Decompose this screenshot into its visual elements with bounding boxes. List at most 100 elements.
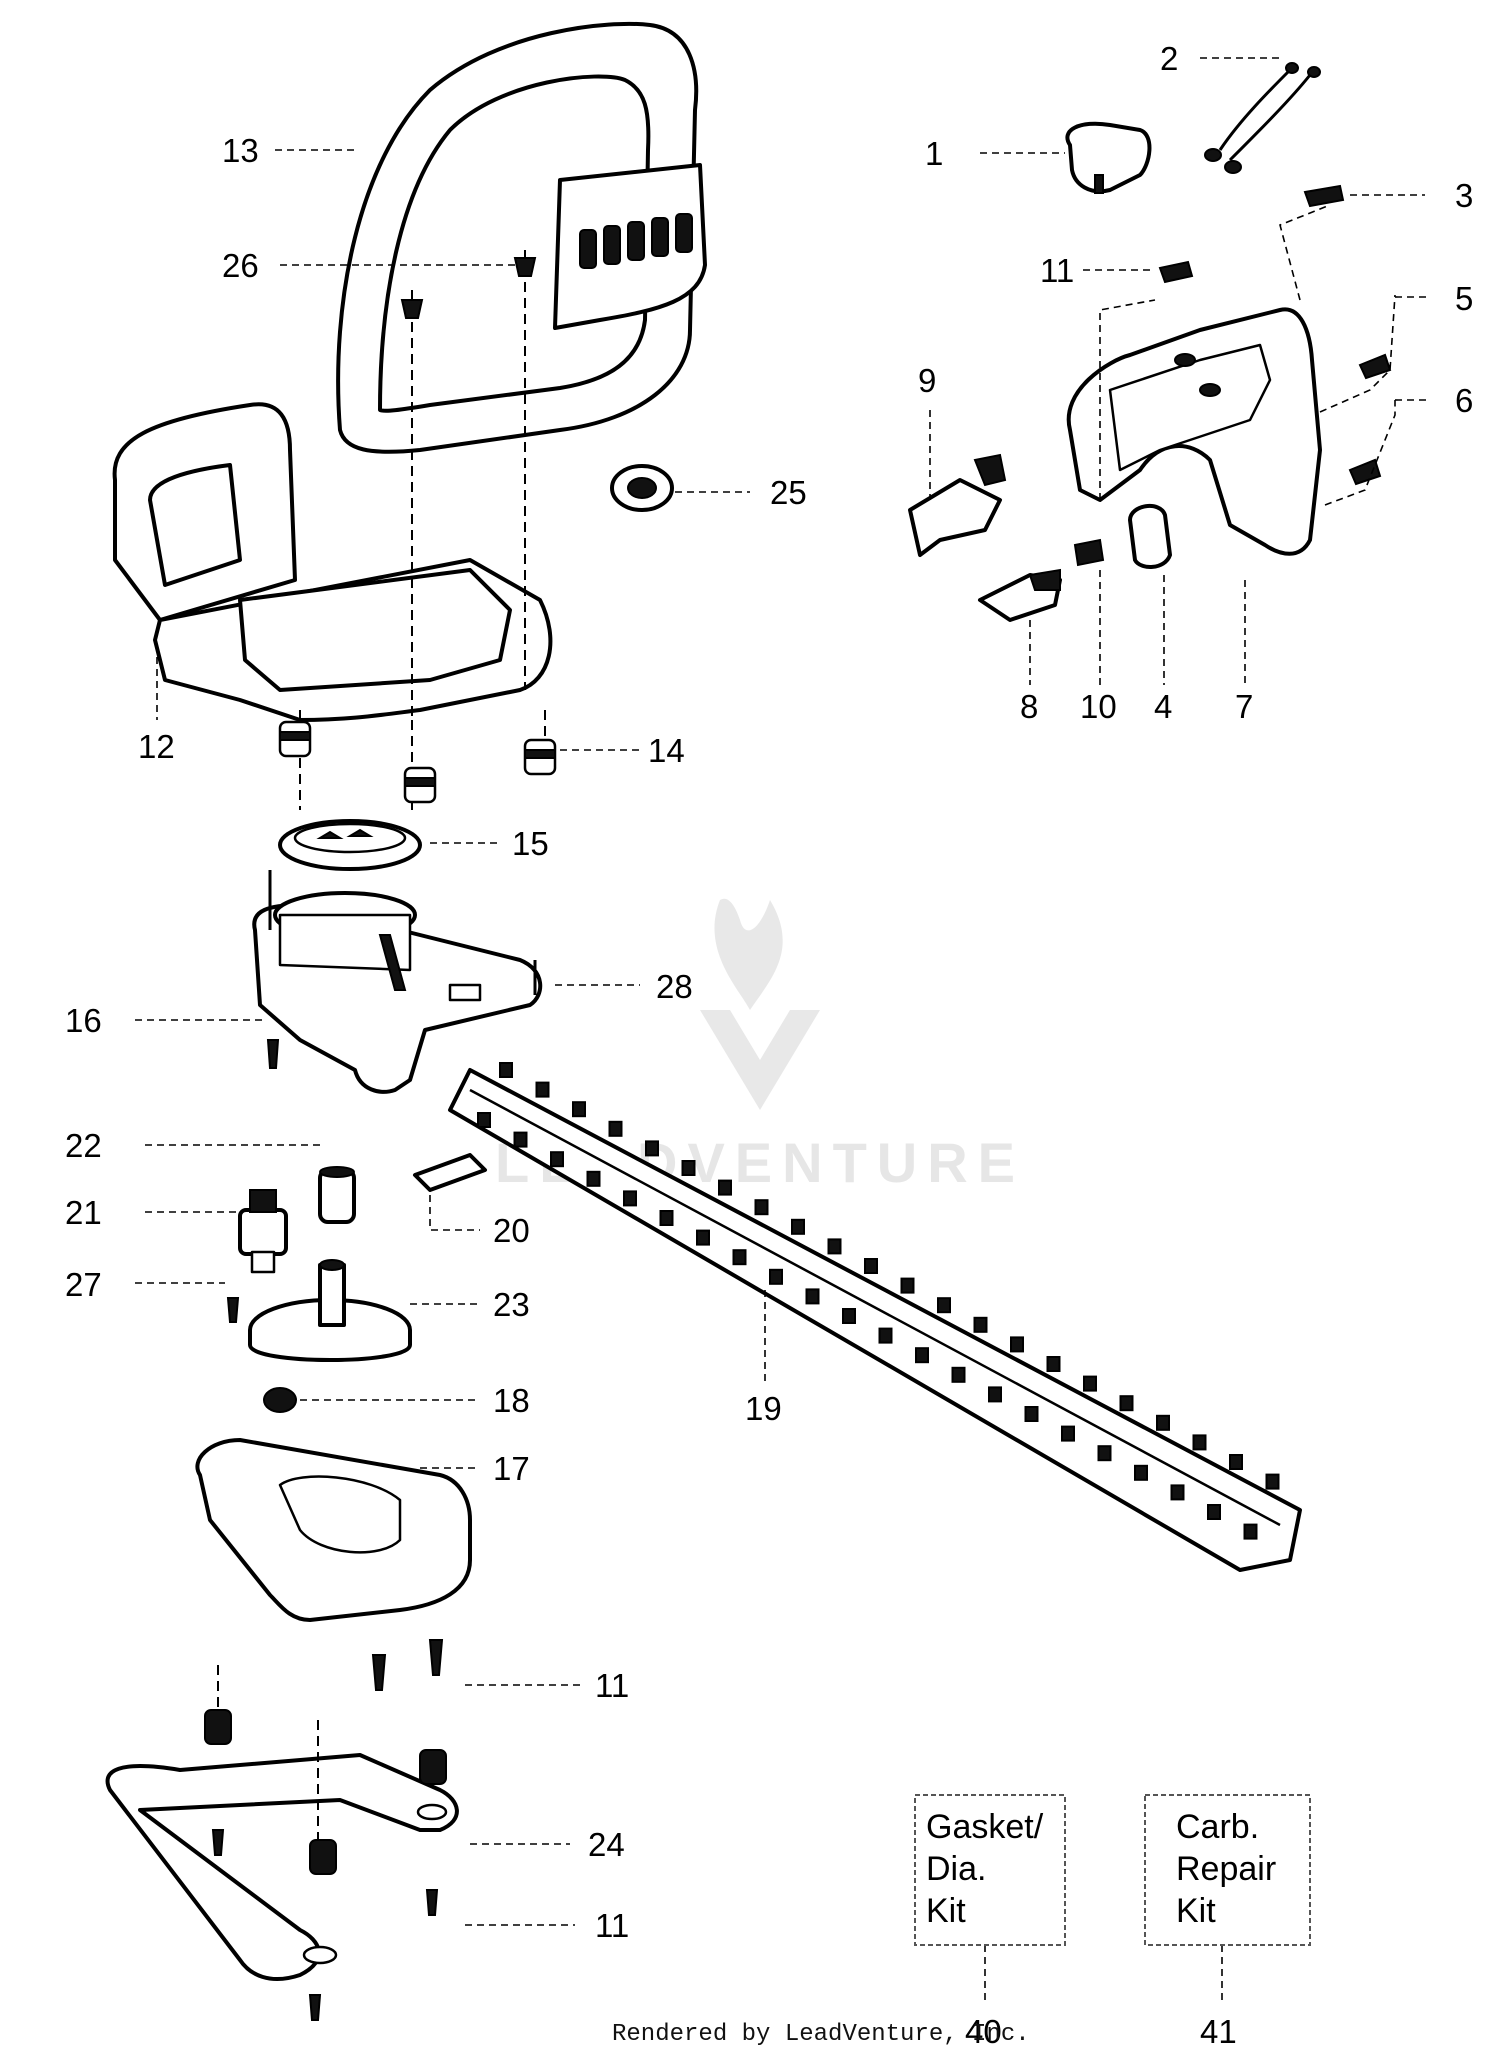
blade-tooth xyxy=(754,1199,769,1216)
blade-tooth xyxy=(1083,1375,1097,1392)
blade-tooth xyxy=(988,1386,1002,1403)
bushing-20-part xyxy=(413,1153,487,1192)
front-handle-part xyxy=(336,21,707,454)
callout-5: 5 xyxy=(1455,280,1473,317)
blade-tooth xyxy=(608,1120,623,1137)
callout-11-top: 11 xyxy=(1040,252,1074,289)
blade-tooth xyxy=(900,1277,915,1294)
callout-4: 4 xyxy=(1154,688,1172,725)
blade-tooth xyxy=(659,1210,674,1226)
callout-41: 41 xyxy=(1200,2013,1237,2049)
blade-tooth xyxy=(550,1151,564,1168)
blade-tooth xyxy=(769,1268,783,1285)
callout-6: 6 xyxy=(1455,382,1473,419)
blade-tooth xyxy=(718,1179,732,1196)
gear-23-part xyxy=(248,1259,412,1362)
callout-15: 15 xyxy=(512,825,549,862)
rear-handle-housing-part xyxy=(112,402,553,722)
callout-40: 40 xyxy=(965,2013,1002,2049)
callout-3: 3 xyxy=(1455,177,1473,214)
blade-tooth xyxy=(1156,1414,1170,1431)
blade-tooth xyxy=(1119,1395,1134,1412)
callout-28: 28 xyxy=(656,968,693,1005)
blade-tooth xyxy=(1134,1464,1148,1481)
blade-tooth xyxy=(951,1366,966,1383)
callout-1: 1 xyxy=(925,135,943,172)
callout-21: 21 xyxy=(65,1194,102,1231)
screw-27-part xyxy=(226,1297,240,1323)
blade-tooth xyxy=(732,1249,747,1266)
fan-15-part xyxy=(278,819,422,871)
knob-25-part xyxy=(610,464,674,512)
blade-tooth xyxy=(535,1081,550,1098)
blade-tooth xyxy=(1097,1445,1112,1462)
screw-26-part xyxy=(400,257,537,319)
blade-tooth xyxy=(1061,1425,1075,1442)
callout-27: 27 xyxy=(65,1266,102,1303)
switch-1-part xyxy=(1065,121,1152,194)
trigger-8-part xyxy=(978,568,1062,622)
lockout-4-part xyxy=(1128,504,1172,569)
blade-tooth xyxy=(499,1062,513,1078)
callout-16: 16 xyxy=(65,1002,102,1039)
blade-tooth xyxy=(572,1101,586,1118)
kit-40-line2: Dia. xyxy=(926,1850,986,1888)
blade-tooth xyxy=(1046,1356,1061,1372)
callout-20: 20 xyxy=(493,1212,530,1249)
blade-tooth xyxy=(586,1170,601,1187)
callout-11-mid: 11 xyxy=(595,1667,629,1704)
blade-tooth xyxy=(1229,1454,1243,1470)
callout-12: 12 xyxy=(138,728,175,765)
callout-numbers: 1 2 3 11 5 6 9 8 10 4 7 13 26 25 12 14 1… xyxy=(65,40,1473,1944)
kit-41-line1: Carb. xyxy=(1176,1808,1259,1846)
screw-11-part xyxy=(1158,260,1194,284)
blade-tooth xyxy=(915,1347,929,1364)
callout-10: 10 xyxy=(1080,688,1117,725)
kit-41-line2: Repair xyxy=(1176,1850,1276,1888)
blade-tooth xyxy=(696,1229,710,1246)
washer-18-part xyxy=(263,1387,297,1413)
callout-19: 19 xyxy=(745,1390,782,1427)
footer-credit: Rendered by LeadVenture, Inc. xyxy=(612,2021,1030,2048)
blade-tooth xyxy=(878,1327,893,1344)
kit-41-line3: Kit xyxy=(1176,1892,1216,1930)
callout-7: 7 xyxy=(1235,688,1253,725)
blade-tooth xyxy=(827,1238,842,1255)
screw-5-part xyxy=(1358,353,1392,380)
rubber-mount-14-part xyxy=(278,720,557,804)
blade-tooth xyxy=(842,1308,856,1324)
gasket-kit-box: Gasket/ Dia. Kit 40 xyxy=(914,1794,1066,2049)
bearing-22-part xyxy=(318,1166,356,1224)
blade-tooth xyxy=(623,1190,637,1207)
pinion-21-part xyxy=(238,1189,288,1274)
callout-22: 22 xyxy=(65,1127,102,1164)
handle-cover-7-part xyxy=(1066,307,1322,556)
blade-tooth xyxy=(791,1218,805,1235)
guard-24-part xyxy=(105,1665,459,2021)
blade-tooth xyxy=(1207,1504,1221,1520)
callout-13: 13 xyxy=(222,132,259,169)
callout-17: 17 xyxy=(493,1450,530,1487)
screw-6-part xyxy=(1348,458,1382,486)
screw-11-part xyxy=(371,1639,444,1691)
callout-23: 23 xyxy=(493,1286,530,1323)
trigger-9-part xyxy=(908,453,1007,557)
blade-tooth xyxy=(973,1316,988,1333)
blade-tooth xyxy=(1010,1336,1024,1353)
blade-tooth xyxy=(1024,1406,1039,1422)
blade-tooth xyxy=(1265,1473,1280,1490)
carb-repair-kit-box: Carb. Repair Kit 41 xyxy=(1144,1794,1311,2049)
screw-16-part xyxy=(266,1039,280,1069)
gear-housing-28-part xyxy=(252,870,543,1094)
blade-tooth xyxy=(1192,1434,1207,1451)
callout-25: 25 xyxy=(770,474,807,511)
kit-40-line1: Gasket/ xyxy=(926,1808,1044,1846)
callout-11-bottom: 11 xyxy=(595,1907,629,1944)
blade-tooth xyxy=(1243,1523,1258,1540)
blade-tooth xyxy=(681,1160,696,1176)
screw-3-part xyxy=(1303,184,1345,208)
blade-tooth xyxy=(513,1131,528,1148)
blade-tooth xyxy=(477,1112,491,1128)
callout-24: 24 xyxy=(588,1826,625,1863)
callout-26: 26 xyxy=(222,247,259,284)
